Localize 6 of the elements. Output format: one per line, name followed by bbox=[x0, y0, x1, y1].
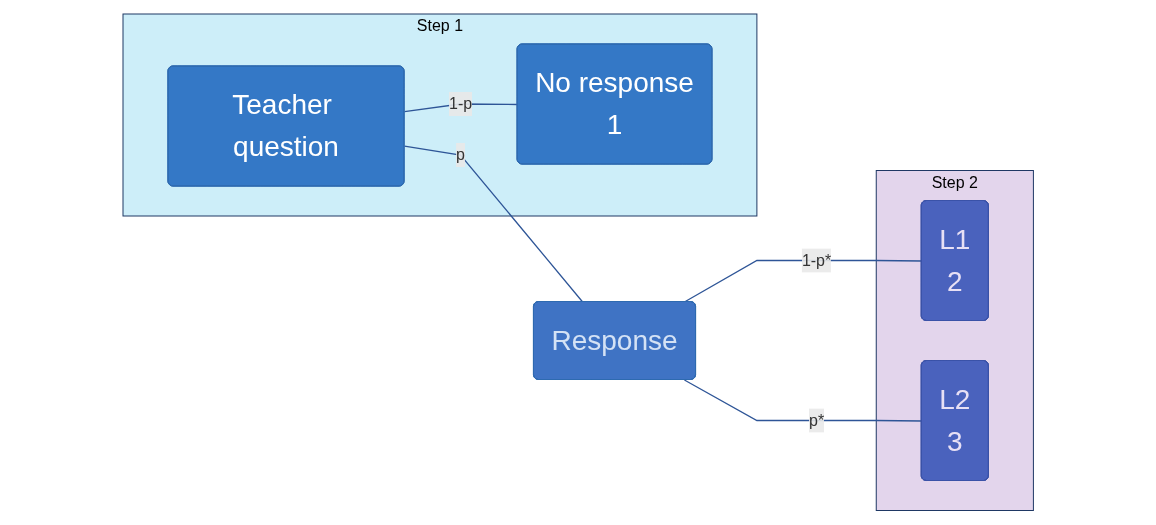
connector bbox=[403, 145, 584, 303]
edge-label: 1-p bbox=[448, 95, 472, 113]
edge-label: p* bbox=[808, 411, 824, 429]
edge-label: 1-p* bbox=[801, 251, 832, 269]
connector bbox=[683, 379, 923, 422]
edge-label: p bbox=[455, 146, 465, 164]
